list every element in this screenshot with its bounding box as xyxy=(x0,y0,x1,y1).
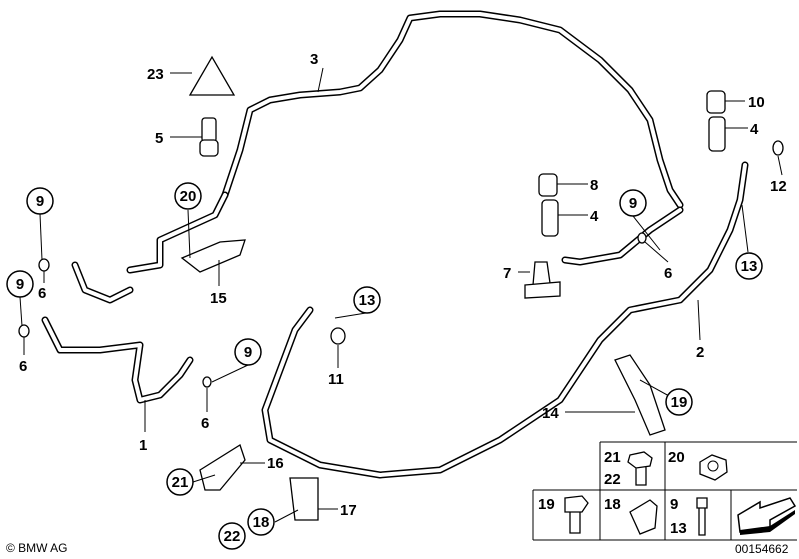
valve-4b xyxy=(541,199,559,237)
svg-text:9: 9 xyxy=(36,193,44,210)
svg-text:9: 9 xyxy=(670,496,678,513)
label-14: 14 xyxy=(542,405,559,422)
hose-1[interactable] xyxy=(41,261,194,404)
svg-text:18: 18 xyxy=(604,496,621,513)
label-1: 1 xyxy=(139,437,147,454)
label-3: 3 xyxy=(310,51,318,68)
bracket-14 xyxy=(614,354,666,436)
label-15: 15 xyxy=(210,290,227,307)
callout-13b: 13 xyxy=(353,286,381,314)
socket-screw-icon xyxy=(696,497,708,536)
svg-text:9: 9 xyxy=(16,276,24,293)
label-4a: 4 xyxy=(750,121,759,138)
o-ring-6b xyxy=(202,376,212,388)
valve-cap-8 xyxy=(538,173,558,197)
bolt-icon xyxy=(627,451,653,486)
warning-triangle-label xyxy=(188,55,236,96)
label-6d: 6 xyxy=(19,358,27,375)
callout-22: 22 xyxy=(218,522,246,550)
copyright: © BMW AG xyxy=(6,541,68,555)
label-6a: 6 xyxy=(664,265,672,282)
label-5: 5 xyxy=(155,130,163,147)
o-ring-12 xyxy=(772,140,784,156)
callout-9b: 9 xyxy=(619,189,647,217)
diagram-id: 00154662 xyxy=(735,542,789,556)
o-ring-6c xyxy=(38,258,50,272)
o-ring-6a xyxy=(637,232,647,244)
svg-text:18: 18 xyxy=(253,514,270,531)
callout-9a: 9 xyxy=(26,187,54,215)
callout-20: 20 xyxy=(174,182,202,210)
svg-text:13: 13 xyxy=(670,520,687,537)
nut-icon xyxy=(699,454,728,481)
label-23: 23 xyxy=(147,66,164,83)
callout-13a: 13 xyxy=(735,252,763,280)
label-12: 12 xyxy=(770,178,787,195)
hose-3[interactable] xyxy=(126,10,684,274)
svg-text:19: 19 xyxy=(538,496,555,513)
label-2: 2 xyxy=(696,344,704,361)
callout-21: 21 xyxy=(166,468,194,496)
label-6b: 6 xyxy=(201,415,209,432)
bracket-16 xyxy=(199,444,246,491)
svg-text:9: 9 xyxy=(244,344,252,361)
label-8: 8 xyxy=(590,177,598,194)
hose-2[interactable] xyxy=(261,161,749,479)
o-ring-11 xyxy=(330,327,346,345)
svg-text:21: 21 xyxy=(172,474,189,491)
clip-17 xyxy=(289,477,319,521)
bolt-19-icon xyxy=(564,495,589,534)
label-10: 10 xyxy=(748,94,765,111)
callout-19: 19 xyxy=(665,388,693,416)
callout-9d: 9 xyxy=(234,338,262,366)
svg-text:19: 19 xyxy=(671,394,688,411)
label-11: 11 xyxy=(328,371,344,388)
svg-text:22: 22 xyxy=(224,528,241,545)
parts-table: 21 22 20 19 18 9 13 xyxy=(532,441,797,541)
pressure-switch-5 xyxy=(201,117,217,143)
bracket-15 xyxy=(180,239,246,273)
label-6c: 6 xyxy=(38,285,46,302)
svg-text:13: 13 xyxy=(741,258,758,275)
svg-text:21: 21 xyxy=(604,449,621,466)
svg-text:13: 13 xyxy=(359,292,376,309)
label-17: 17 xyxy=(340,502,357,519)
rivet-nut-icon xyxy=(629,499,658,535)
svg-text:22: 22 xyxy=(604,471,621,488)
callout-18: 18 xyxy=(247,508,275,536)
svg-text:20: 20 xyxy=(180,188,197,205)
bracket-7 xyxy=(524,261,561,299)
leader-lines xyxy=(19,67,783,523)
callout-9c: 9 xyxy=(6,270,34,298)
label-16: 16 xyxy=(267,455,284,472)
label-4b: 4 xyxy=(590,208,599,225)
valve-cap-10 xyxy=(706,90,726,114)
pressure-switch-5-base xyxy=(199,139,219,157)
valve-4a xyxy=(708,116,726,152)
svg-text:20: 20 xyxy=(668,449,685,466)
svg-text:9: 9 xyxy=(629,195,637,212)
o-ring-6d xyxy=(18,324,30,338)
label-7: 7 xyxy=(503,265,511,282)
